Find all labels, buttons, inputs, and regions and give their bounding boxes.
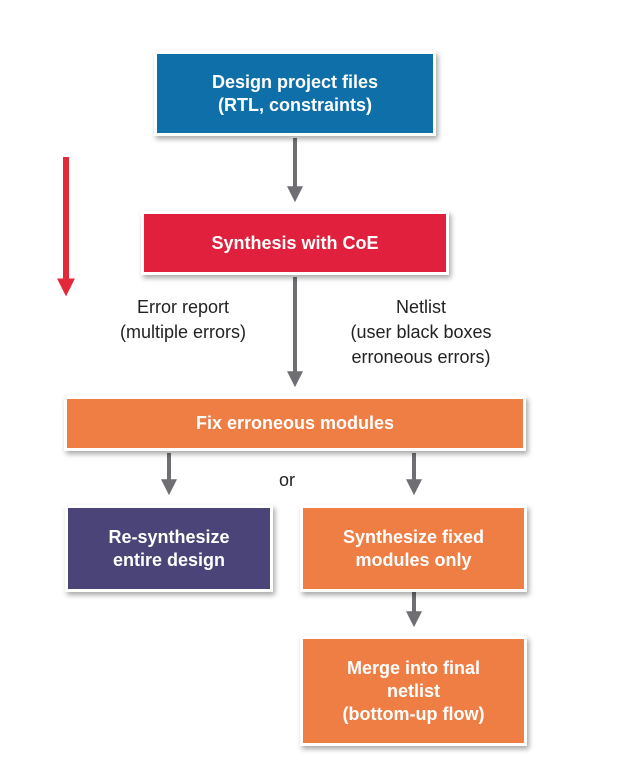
fix-erroneous-modules-box: Fix erroneous modules (64, 396, 526, 451)
error-report-label: Error report (multiple errors) (119, 297, 247, 342)
netlist-label: Netlist (user black boxes erroneous erro… (350, 297, 492, 367)
design-project-files-box: Design project files (RTL, constraints) (154, 51, 436, 136)
resynthesize-entire-design-box: Re-synthesize entire design (65, 505, 273, 592)
synthesis-with-coe-box: Synthesis with CoE (141, 211, 449, 275)
synthesize-fixed-modules-box: Synthesize fixed modules only (300, 505, 527, 592)
or-label: or (278, 470, 295, 490)
merge-into-final-netlist-box: Merge into final netlist (bottom-up flow… (300, 636, 527, 746)
